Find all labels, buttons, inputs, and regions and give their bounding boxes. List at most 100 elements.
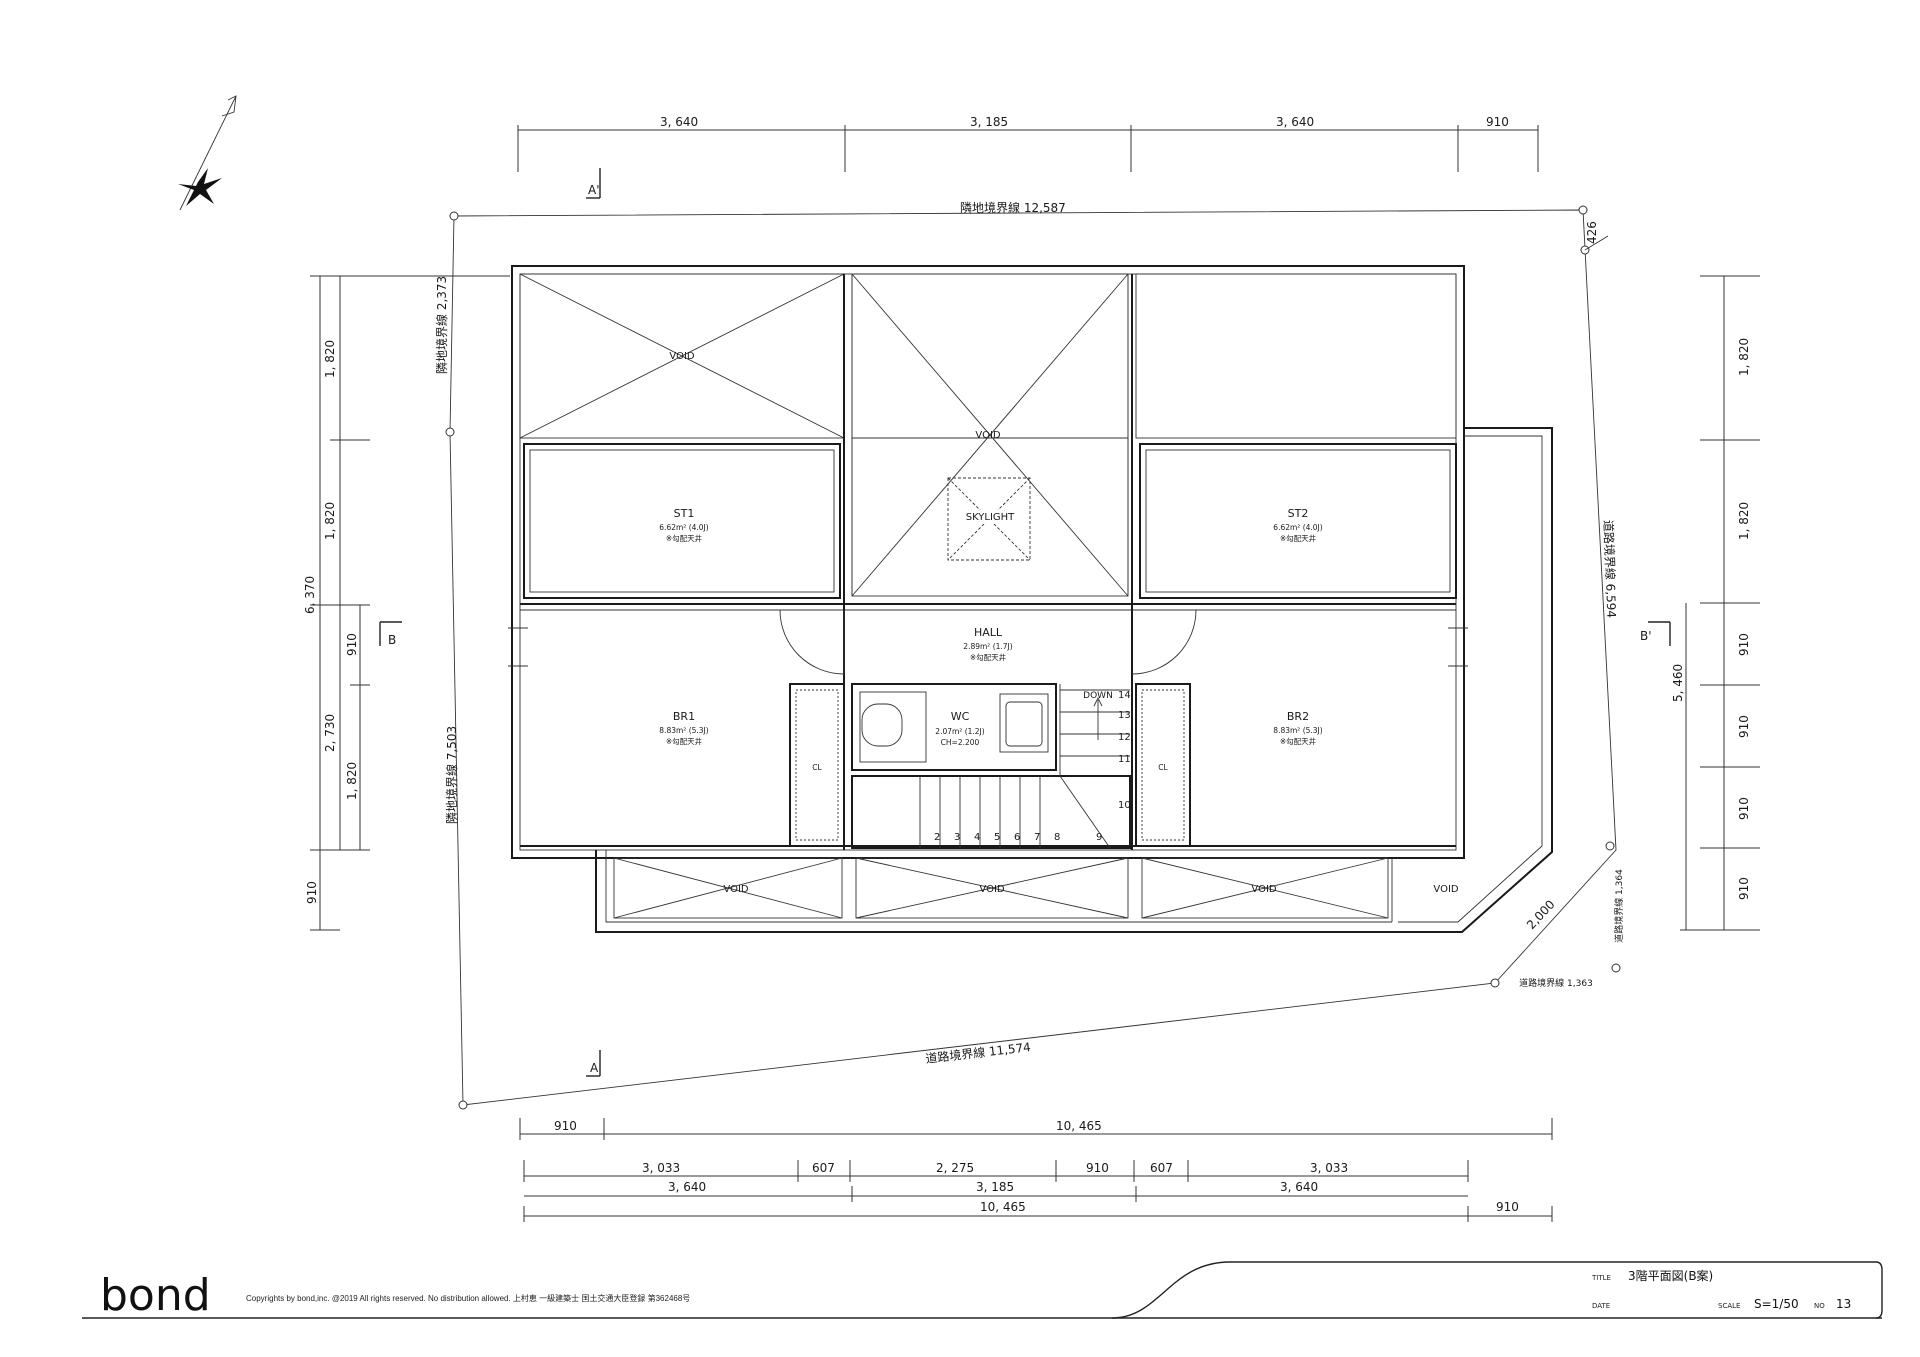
section-marker-a-bottom: A bbox=[586, 1050, 601, 1077]
room-st2-note: ※勾配天井 bbox=[1280, 533, 1317, 543]
dim-bottom-r3-1: 3, 640 bbox=[668, 1180, 706, 1194]
svg-text:2: 2 bbox=[934, 832, 940, 843]
svg-text:A: A bbox=[590, 1061, 599, 1075]
dim-bottom-r1-1: 910 bbox=[554, 1119, 577, 1133]
svg-text:VOID: VOID bbox=[975, 430, 1000, 441]
title-value: 3階平面図(B案) bbox=[1628, 1268, 1713, 1283]
dim-right-total: 5, 460 bbox=[1671, 664, 1685, 702]
section-marker-a-top: A' bbox=[586, 168, 601, 199]
stair-down-label: DOWN bbox=[1083, 691, 1113, 701]
void-top-left: VOID bbox=[519, 273, 845, 439]
room-st2: ST2 6.62m² (4.0J) ※勾配天井 bbox=[1139, 443, 1457, 599]
dim-bottom-r2-1: 3, 033 bbox=[642, 1161, 680, 1175]
room-br1: BR1 8.83m² (5.3J) ※勾配天井 bbox=[659, 710, 708, 746]
dim-right-3: 910 bbox=[1737, 633, 1751, 656]
dim-bottom-r2-6: 3, 033 bbox=[1310, 1161, 1348, 1175]
room-hall-name: HALL bbox=[974, 626, 1003, 639]
room-st1-note: ※勾配天井 bbox=[666, 533, 703, 543]
closet-left: CL bbox=[789, 683, 845, 847]
svg-text:10: 10 bbox=[1118, 800, 1131, 811]
svg-text:VOID: VOID bbox=[1251, 884, 1276, 895]
void-bottom-3: VOID bbox=[1141, 857, 1389, 919]
room-br1-note: ※勾配天井 bbox=[666, 736, 703, 746]
svg-text:CL: CL bbox=[812, 763, 822, 772]
room-br1-name: BR1 bbox=[673, 710, 695, 723]
dim-bottom-r2-2: 607 bbox=[812, 1161, 835, 1175]
dim-right-2: 1, 820 bbox=[1737, 502, 1751, 540]
dim-left-sub: 2, 730 bbox=[323, 714, 337, 752]
boundary-top-right-label: 426 bbox=[1585, 221, 1599, 244]
scale-value: S=1/50 bbox=[1754, 1297, 1799, 1311]
dim-bottom-r2-4: 910 bbox=[1086, 1161, 1109, 1175]
svg-text:14: 14 bbox=[1118, 690, 1131, 701]
skylight-label: SKYLIGHT bbox=[966, 512, 1015, 523]
room-wc-area: 2.07m² (1.2J) bbox=[935, 727, 984, 736]
svg-text:VOID: VOID bbox=[1433, 884, 1458, 895]
room-st1-name: ST1 bbox=[674, 507, 695, 520]
room-hall: HALL 2.89m² (1.7J) ※勾配天井 bbox=[963, 626, 1012, 662]
date-label: DATE bbox=[1592, 1302, 1610, 1310]
room-br1-area: 8.83m² (5.3J) bbox=[659, 726, 708, 735]
dim-top-2: 3, 185 bbox=[970, 115, 1008, 129]
room-st2-area: 6.62m² (4.0J) bbox=[1273, 523, 1322, 532]
void-top-center: VOID bbox=[851, 273, 1129, 597]
dim-right-1: 1, 820 bbox=[1737, 338, 1751, 376]
dim-left-3: 910 bbox=[345, 633, 359, 656]
section-marker-b-right: B' bbox=[1640, 621, 1671, 646]
room-br2-note: ※勾配天井 bbox=[1280, 736, 1317, 746]
dim-bottom-r2-5: 607 bbox=[1150, 1161, 1173, 1175]
dim-top-4: 910 bbox=[1486, 115, 1509, 129]
dim-top-1: 3, 640 bbox=[660, 115, 698, 129]
room-st1-area: 6.62m² (4.0J) bbox=[659, 523, 708, 532]
site-boundary: 隣地境界線 12,587 426 隣地境界線 2,373 隣地境界線 7,503… bbox=[434, 200, 1625, 1110]
svg-text:VOID: VOID bbox=[979, 884, 1004, 895]
dimension-top: 3, 640 3, 185 3, 640 910 bbox=[517, 115, 1539, 172]
dim-bottom-r2-3: 2, 275 bbox=[936, 1161, 974, 1175]
room-st2-name: ST2 bbox=[1288, 507, 1309, 520]
void-bottom-2: VOID bbox=[855, 857, 1129, 919]
dim-left-2: 1, 820 bbox=[323, 502, 337, 540]
svg-text:8: 8 bbox=[1054, 832, 1060, 843]
svg-text:B': B' bbox=[1640, 629, 1652, 643]
north-arrow-icon bbox=[178, 95, 237, 211]
dimension-right: 1, 820 1, 820 910 910 910 910 5, 460 bbox=[1671, 275, 1760, 931]
room-br2-area: 8.83m² (5.3J) bbox=[1273, 726, 1322, 735]
partitions bbox=[508, 274, 1468, 850]
brand-logo: bond bbox=[100, 1270, 211, 1321]
void-bottom-1: VOID bbox=[613, 857, 843, 919]
void-top-right bbox=[1135, 273, 1457, 439]
room-wc: WC 2.07m² (1.2J) CH=2.200 bbox=[851, 683, 1057, 771]
void-bottom-4: VOID bbox=[1433, 884, 1458, 895]
boundary-bottom-label: 道路境界線 11,574 bbox=[925, 1039, 1032, 1066]
sheet-no-label: NO bbox=[1814, 1302, 1825, 1310]
svg-text:11: 11 bbox=[1118, 754, 1131, 765]
dim-top-3: 3, 640 bbox=[1276, 115, 1314, 129]
dim-bottom-r4-1: 10, 465 bbox=[980, 1200, 1026, 1214]
svg-text:VOID: VOID bbox=[669, 351, 694, 362]
copyright-text: Copyrights by bond,inc. @2019 All rights… bbox=[246, 1293, 690, 1303]
boundary-top-label: 隣地境界線 12,587 bbox=[960, 200, 1066, 215]
dim-bottom-r4-2: 910 bbox=[1496, 1200, 1519, 1214]
dim-left-total: 6, 370 bbox=[303, 576, 317, 614]
svg-text:9: 9 bbox=[1096, 832, 1102, 843]
dimension-left: 1, 820 1, 820 910 1, 820 910 6, 370 2, 7… bbox=[303, 275, 510, 931]
room-wc-note: CH=2.200 bbox=[941, 738, 980, 747]
room-br2: BR2 8.83m² (5.3J) ※勾配天井 bbox=[1273, 710, 1322, 746]
boundary-right-label: 道路境界線 6,594 bbox=[1601, 520, 1619, 619]
stair: DOWN 2 3 4 5 6 7 8 9 10 11 12 13 14 bbox=[851, 684, 1131, 849]
dim-right-4: 910 bbox=[1737, 715, 1751, 738]
skylight: SKYLIGHT bbox=[947, 477, 1031, 561]
dim-right-6: 910 bbox=[1737, 877, 1751, 900]
room-st1: ST1 6.62m² (4.0J) ※勾配天井 bbox=[523, 443, 841, 599]
boundary-road-1363-label: 道路境界線 1,363 bbox=[1519, 977, 1593, 989]
dim-bottom-r3-2: 3, 185 bbox=[976, 1180, 1014, 1194]
dim-bottom-r1-2: 10, 465 bbox=[1056, 1119, 1102, 1133]
dimension-bottom: 910 10, 465 3, 033 607 2, 275 910 607 3,… bbox=[519, 1118, 1553, 1222]
closet-right: CL bbox=[1135, 683, 1191, 847]
boundary-left-label: 隣地境界線 7,503 bbox=[444, 726, 459, 824]
room-br2-name: BR2 bbox=[1287, 710, 1309, 723]
dim-left-4: 1, 820 bbox=[345, 762, 359, 800]
svg-text:A': A' bbox=[588, 183, 600, 197]
dim-bottom-r3-3: 3, 640 bbox=[1280, 1180, 1318, 1194]
